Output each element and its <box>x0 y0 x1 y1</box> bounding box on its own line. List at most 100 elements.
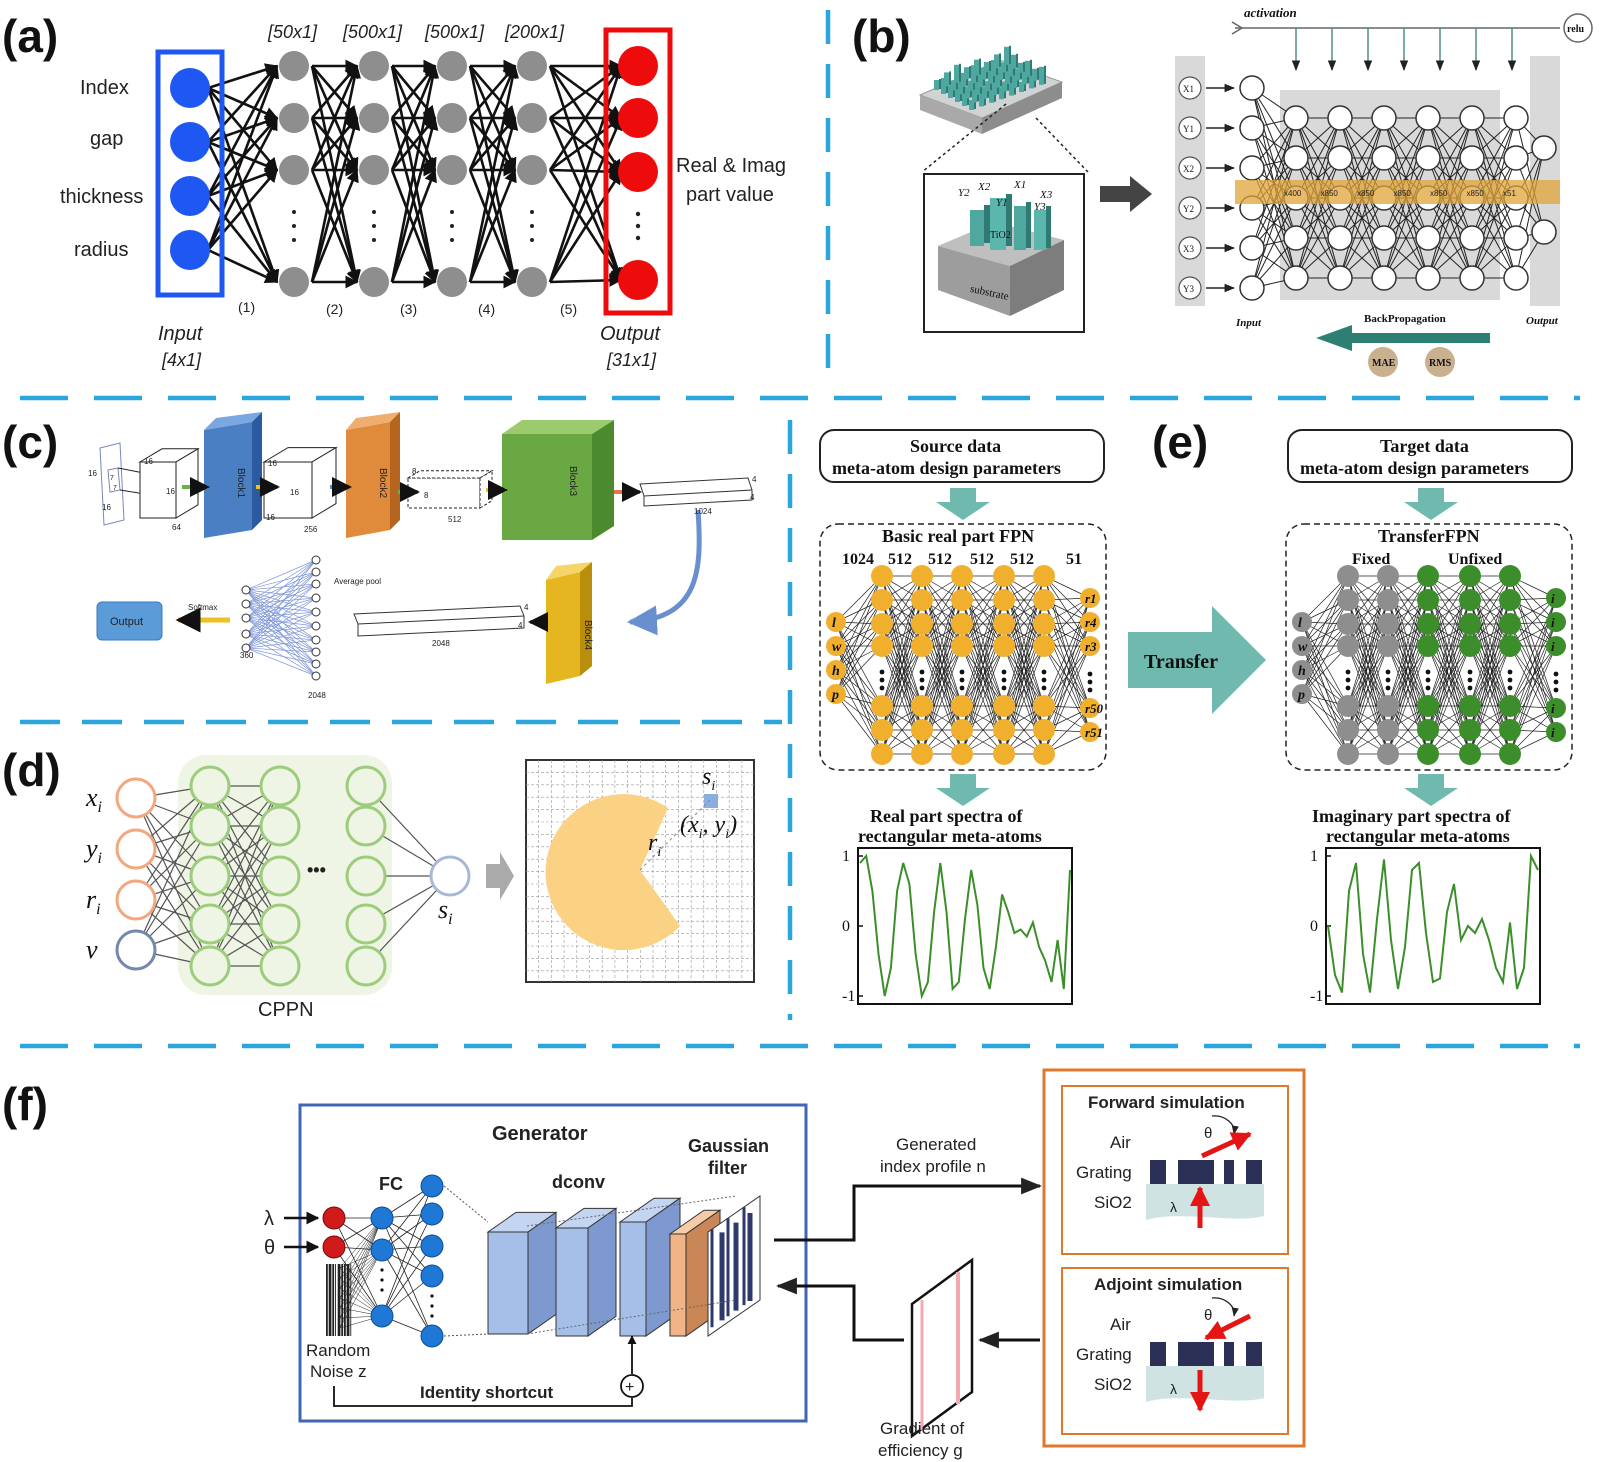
forward-title: Forward simulation <box>1088 1093 1245 1112</box>
fpn-output-label: r50 <box>1085 701 1104 716</box>
unfixed-label: Unfixed <box>1448 551 1502 568</box>
fpn-neuron <box>871 565 893 587</box>
generator-label: Generator <box>492 1123 588 1145</box>
hidden-neuron <box>359 267 389 297</box>
fpn-output-label: r1 <box>1085 591 1097 606</box>
input-title: Input <box>158 323 204 345</box>
fpn-neuron <box>1377 635 1399 657</box>
fpn-neuron <box>1459 565 1481 587</box>
block4-label: Block4 <box>582 620 593 650</box>
target-title-line2: meta-atom design parameters <box>1300 458 1529 478</box>
fpn-input-label: p <box>1297 688 1305 703</box>
identity-shortcut-label: Identity shortcut <box>420 1383 554 1402</box>
fpn-neuron <box>1033 565 1055 587</box>
source-data-box <box>819 429 1105 483</box>
fpn-neuron <box>911 613 933 635</box>
network-neuron <box>1503 265 1529 291</box>
layer-size-label: x850 <box>1467 189 1485 198</box>
noise-bar <box>344 1264 346 1336</box>
network-neuron <box>1283 225 1309 251</box>
fc-neuron <box>420 1324 444 1348</box>
hidden-neuron <box>359 51 389 81</box>
gaussian-label-line1: Gaussian <box>688 1136 769 1156</box>
fpn-neuron <box>1499 743 1521 765</box>
dim-label: 16 <box>102 503 111 512</box>
input-node-label: Y3 <box>1183 284 1194 294</box>
fpn-neuron <box>1337 589 1359 611</box>
hidden-neuron <box>437 103 467 133</box>
dim-label: 4 <box>524 603 529 612</box>
panel-label-d: (d) <box>2 744 61 796</box>
panel-c-cnn-architecture: Block1 Block2 Block3 Block4 16 16 7 7 16… <box>88 412 757 700</box>
transfer-fpn-box <box>1285 523 1573 771</box>
inset-label-x3: X3 <box>1039 189 1053 201</box>
arrow-right <box>1100 176 1152 212</box>
fpn-input-label: h <box>1298 664 1306 679</box>
dim-label: 7 <box>110 475 114 482</box>
cppn-output-node <box>429 855 471 897</box>
layer-size-3: [500x1] <box>424 22 485 42</box>
fpn-input-node <box>1292 612 1312 632</box>
block1 <box>204 412 262 538</box>
grating-bar <box>1150 1342 1166 1366</box>
input-neuron <box>170 68 210 108</box>
dim-label: 8 <box>412 467 417 476</box>
cppn-input-node <box>115 929 157 971</box>
network-neuron <box>1459 105 1485 131</box>
network-neuron <box>1283 105 1309 131</box>
fpn-output-label: r4 <box>1085 615 1097 630</box>
fpn-output-label: r51 <box>1085 725 1103 740</box>
relu-label: relu <box>1567 24 1584 35</box>
hidden-neuron <box>517 103 547 133</box>
fpn-input-node <box>1292 636 1312 656</box>
fpn-neuron <box>1459 719 1481 741</box>
input-y-label: yi <box>83 834 102 867</box>
fpn-input-label: p <box>831 688 839 703</box>
fpn-neuron <box>1499 589 1521 611</box>
block2-label: Block2 <box>377 468 388 498</box>
block3 <box>502 420 614 540</box>
fpn-neuron <box>1499 719 1521 741</box>
output-neuron <box>618 98 658 138</box>
fixed-label: Fixed <box>1352 551 1390 568</box>
fpn-neuron <box>1417 613 1439 635</box>
noise-bar <box>341 1264 344 1336</box>
dim-label: 2048 <box>308 691 326 700</box>
fpn-neuron <box>911 565 933 587</box>
fpn-neuron <box>911 635 933 657</box>
hidden-neuron <box>279 103 309 133</box>
fpn-output-label: i <box>1551 615 1555 630</box>
fpn-neuron <box>993 589 1015 611</box>
network-neuron <box>1239 235 1265 261</box>
fpn-neuron <box>871 635 893 657</box>
fpn-neuron <box>993 613 1015 635</box>
fpn-neuron <box>1337 719 1359 741</box>
fpn-neuron <box>951 589 973 611</box>
network-neuron <box>1327 105 1353 131</box>
network-neuron <box>1239 75 1265 101</box>
cppn-hidden-node <box>189 765 231 807</box>
dim-label: 16 <box>88 469 97 478</box>
inset-label-y3: Y3 <box>1034 201 1046 213</box>
fc-label: FC <box>379 1174 403 1194</box>
basic-fpn-label: Basic real part FPN <box>882 526 1034 546</box>
fpn-neuron <box>1377 565 1399 587</box>
block1-label: Block1 <box>235 468 246 498</box>
dim-label: 16 <box>166 487 175 496</box>
fpn-neuron <box>871 589 893 611</box>
fpn-neuron <box>1033 613 1055 635</box>
pacman-shape <box>545 794 680 951</box>
cppn-hidden-node <box>259 765 301 807</box>
tio2-label: TiO2 <box>990 230 1011 241</box>
output-text-line1: Real & Imag <box>676 155 786 177</box>
fpn-neuron <box>951 743 973 765</box>
fc-neuron <box>370 1304 394 1328</box>
fpn-neuron <box>1033 743 1055 765</box>
cppn-hidden-node <box>189 805 231 847</box>
input-label-thickness: thickness <box>60 186 143 208</box>
fpn-neuron <box>1377 743 1399 765</box>
metasurface-3d-model <box>918 45 1064 134</box>
network-neuron <box>1503 225 1529 251</box>
inset-label-x2: X2 <box>977 181 991 193</box>
fpn-neuron <box>1417 743 1439 765</box>
